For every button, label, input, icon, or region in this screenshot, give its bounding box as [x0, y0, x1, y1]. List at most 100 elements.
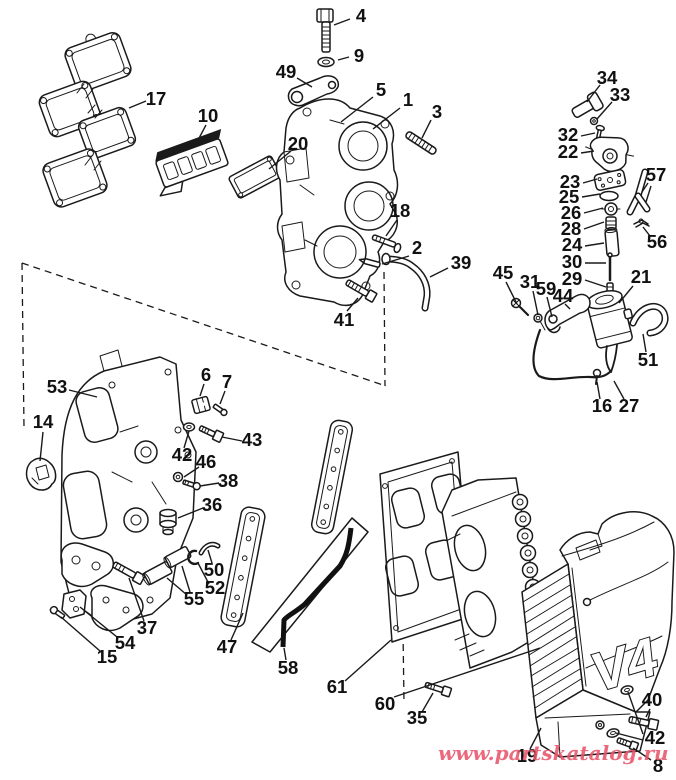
screw-16 [592, 368, 602, 385]
part-label-24: 24 [562, 234, 583, 255]
dashed-reference-lines [21, 262, 405, 703]
part-label-25: 25 [559, 186, 580, 207]
part-label-42: 42 [172, 444, 193, 465]
gasket-strip-47b [220, 506, 266, 628]
part-label-2: 2 [412, 237, 422, 258]
part-label-41: 41 [334, 309, 355, 330]
part-label-38: 38 [218, 470, 239, 491]
screw-45 [510, 297, 530, 317]
part-label-4: 4 [356, 5, 367, 26]
screw-8 [616, 737, 640, 752]
part-label-18: 18 [390, 200, 411, 221]
primer-cable [532, 328, 613, 381]
solenoid-21 [586, 290, 633, 373]
part-label-37: 37 [137, 617, 158, 638]
clamp-6 [191, 395, 211, 415]
clip-52 [187, 549, 200, 566]
part-label-10: 10 [198, 105, 219, 126]
gasket-set-17 [38, 31, 137, 208]
part-label-15: 15 [97, 646, 118, 667]
hose-51 [629, 302, 669, 337]
part-label-31: 31 [520, 271, 541, 292]
watermark: www.partskatalog.ru [438, 741, 669, 765]
part-label-28: 28 [561, 218, 582, 239]
bolt-41 [345, 279, 378, 303]
screw-7 [212, 403, 228, 417]
part-label-9: 9 [354, 45, 364, 66]
part-label-52: 52 [205, 577, 226, 598]
part-label-49: 49 [276, 61, 297, 82]
linkage-assembly [60, 542, 144, 632]
seal-channel [251, 517, 369, 653]
terminal-31 [533, 313, 546, 331]
reed-plate-60 [441, 477, 544, 669]
hose-57 [626, 168, 651, 216]
cylinder-24 [604, 227, 620, 257]
part-label-46: 46 [196, 451, 217, 472]
part-label-30: 30 [562, 251, 583, 272]
part-label-22: 22 [558, 141, 579, 162]
gasket-strip-47a [310, 419, 354, 535]
gasket-23 [593, 169, 627, 191]
part-label-50: 50 [204, 559, 225, 580]
bolt-43 [198, 425, 225, 443]
screw-38 [182, 479, 201, 491]
ring-33 [589, 116, 599, 126]
leader-lines [39, 18, 652, 761]
air-silencer-cover-19: V4 [521, 511, 675, 758]
part-label-40: 40 [642, 689, 663, 710]
part-label-47: 47 [217, 636, 238, 657]
washer-9 [317, 56, 335, 68]
part-label-56: 56 [647, 231, 668, 252]
bracket-44 [544, 293, 591, 331]
part-label-44: 44 [553, 285, 574, 306]
part-label-61: 61 [327, 676, 348, 697]
bolt-4 [316, 8, 334, 53]
seal-58 [280, 527, 354, 648]
part-label-8: 8 [653, 755, 663, 776]
part-label-20: 20 [288, 133, 309, 154]
part-label-1: 1 [403, 89, 413, 110]
part-label-45: 45 [493, 262, 514, 283]
pin-30 [607, 252, 613, 282]
part-label-23: 23 [560, 171, 581, 192]
part-label-59: 59 [536, 278, 557, 299]
part-label-6: 6 [201, 364, 211, 385]
part-label-27: 27 [619, 395, 640, 416]
part-label-16: 16 [592, 395, 613, 416]
valve-26 [601, 202, 621, 216]
clip-56 [633, 218, 650, 228]
part-label-33: 33 [610, 84, 631, 105]
part-label-35: 35 [407, 707, 428, 728]
hose-50 [198, 541, 221, 556]
bracket-54 [61, 589, 87, 619]
gasket-20 [228, 155, 282, 199]
pump-body-22 [585, 136, 635, 173]
rollers-55 [142, 546, 192, 586]
part-label-3: 3 [432, 101, 442, 122]
part-label-42: 42 [645, 727, 666, 748]
part-label-54: 54 [115, 632, 136, 653]
part-label-57: 57 [646, 164, 667, 185]
washer-42-upper [620, 685, 634, 695]
part-label-36: 36 [202, 494, 223, 515]
washer-42 [182, 422, 196, 432]
nut-46 [172, 471, 184, 483]
part-label-7: 7 [222, 371, 232, 392]
part-label-14: 14 [33, 411, 54, 432]
part-label-29: 29 [562, 268, 583, 289]
mount-14 [25, 457, 57, 491]
reed-block-10 [155, 128, 229, 197]
part-label-43: 43 [242, 429, 263, 450]
part-label-5: 5 [376, 79, 386, 100]
pin-18 [371, 234, 402, 254]
diaphragm-25 [599, 190, 619, 202]
part-label-32: 32 [558, 124, 579, 145]
part-label-51: 51 [638, 349, 659, 370]
bolt-37 [112, 561, 146, 585]
fitting-2 [358, 258, 381, 268]
part-label-39: 39 [451, 252, 472, 273]
